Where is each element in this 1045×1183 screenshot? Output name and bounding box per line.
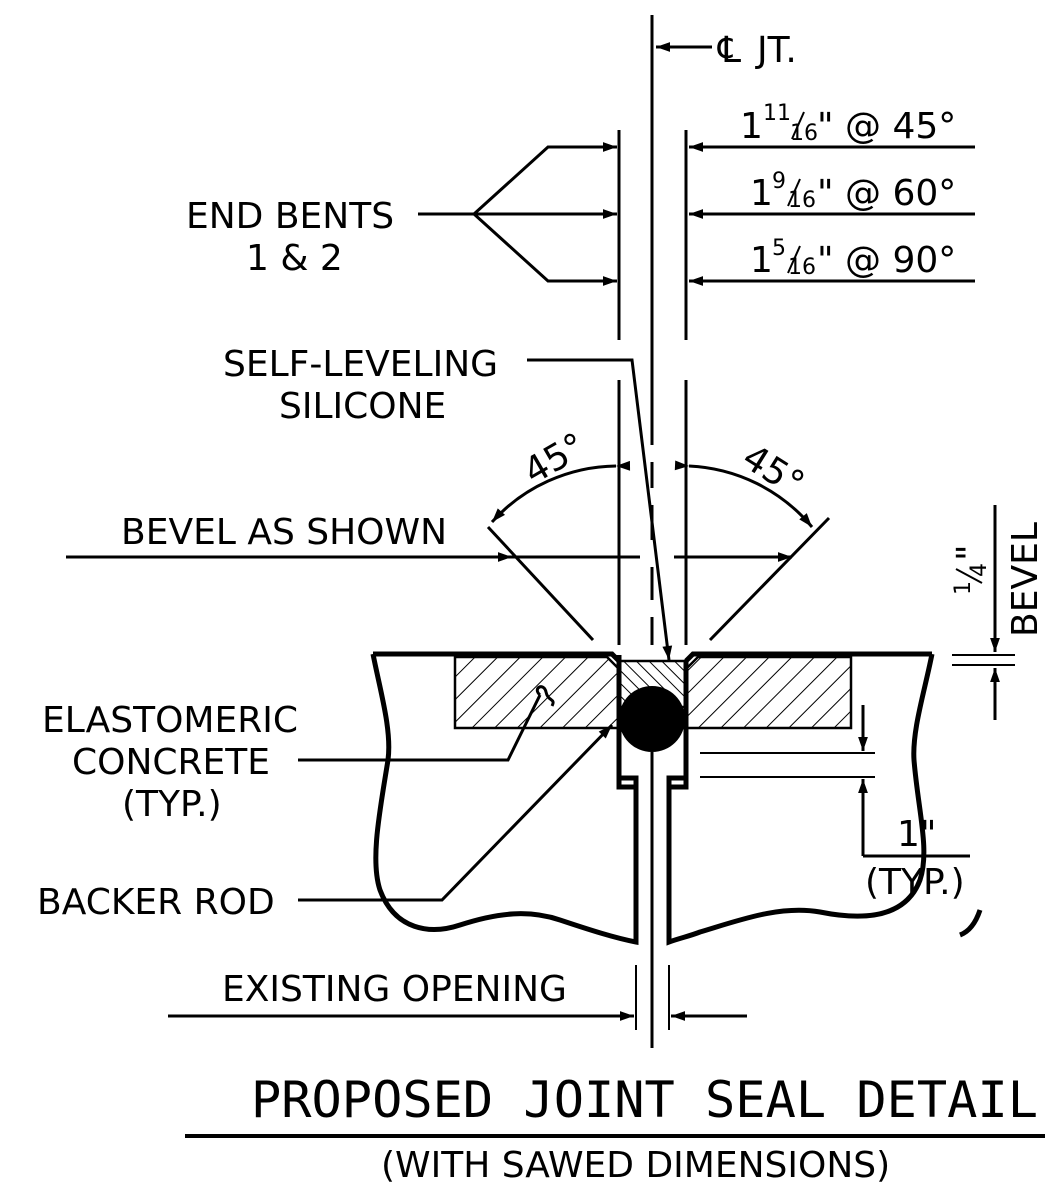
joint-width-dimensions: 1 11 16 " @ 45° 1 9 16 " @ 60° 1 5 16 " … xyxy=(689,101,975,286)
svg-text:1: 1 xyxy=(740,106,763,147)
bevel-label: BEVEL xyxy=(1005,522,1045,637)
silicone-label-line2: SILICONE xyxy=(279,386,446,427)
svg-text:": " xyxy=(950,544,991,561)
depth-dimension: 1" (TYP.) xyxy=(700,705,970,903)
angle-right-label: 45° xyxy=(735,437,811,506)
svg-text:1: 1 xyxy=(750,240,773,281)
svg-text:" @ 45°: " @ 45° xyxy=(817,106,956,147)
bevel-as-shown-label: BEVEL AS SHOWN xyxy=(121,512,447,553)
depth-value: 1" xyxy=(897,814,936,855)
width-90-label: 1 5 16 " @ 90° xyxy=(750,236,956,281)
silicone-label-line1: SELF-LEVELING xyxy=(223,344,498,385)
svg-text:1: 1 xyxy=(750,173,773,214)
elastomeric-label-line3: (TYP.) xyxy=(122,784,222,825)
svg-text:" @ 60°: " @ 60° xyxy=(817,173,956,214)
backer-rod-label: BACKER ROD xyxy=(37,882,275,923)
svg-text:16: 16 xyxy=(788,255,816,280)
existing-opening-label: EXISTING OPENING xyxy=(222,969,567,1010)
angle-left-label: 45° xyxy=(517,425,593,492)
end-bents-callout: END BENTS 1 & 2 xyxy=(186,142,617,286)
concrete-slab-right xyxy=(666,651,983,946)
svg-text:9: 9 xyxy=(772,169,786,194)
width-45-label: 1 11 16 " @ 45° xyxy=(740,101,956,147)
end-bents-label-line1: END BENTS xyxy=(186,196,394,237)
elastomeric-label-line1: ELASTOMERIC xyxy=(42,700,298,741)
centerline-label: JT. xyxy=(755,30,797,71)
svg-text:11: 11 xyxy=(763,101,791,126)
elastomeric-callout: ELASTOMERIC CONCRETE (TYP.) xyxy=(42,685,555,825)
bevel-dimension: 1 4 " BEVEL xyxy=(950,505,1045,720)
joint-seal-assembly xyxy=(616,659,689,942)
bevel-angle-right: 45° xyxy=(674,437,831,642)
svg-text:5: 5 xyxy=(772,236,786,261)
svg-text:16: 16 xyxy=(790,121,818,146)
depth-note: (TYP.) xyxy=(865,862,965,903)
svg-text:1: 1 xyxy=(951,581,976,595)
concrete-slab-left xyxy=(370,651,639,946)
svg-text:" @ 90°: " @ 90° xyxy=(817,240,956,281)
end-bents-label-line2: 1 & 2 xyxy=(246,238,343,279)
silicone-callout: SELF-LEVELING SILICONE xyxy=(223,344,673,661)
svg-text:4: 4 xyxy=(967,563,992,577)
backer-rod-callout: BACKER ROD xyxy=(37,723,614,923)
bevel-dim-label: 1 4 " xyxy=(950,544,992,595)
bevel-as-shown-callout: BEVEL AS SHOWN xyxy=(66,512,792,562)
width-60-label: 1 9 16 " @ 60° xyxy=(750,169,956,214)
centerline-callout: ℄ JT. xyxy=(656,30,797,71)
svg-text:16: 16 xyxy=(788,188,816,213)
centerline-symbol: ℄ xyxy=(717,30,741,71)
drawing-subtitle: (WITH SAWED DIMENSIONS) xyxy=(381,1145,890,1183)
elastomeric-label-line2: CONCRETE xyxy=(72,742,270,783)
bevel-angle-left: 45° xyxy=(486,425,631,642)
existing-opening-dimension: EXISTING OPENING xyxy=(168,965,747,1030)
title-block: PROPOSED JOINT SEAL DETAIL (WITH SAWED D… xyxy=(185,1071,1045,1183)
backer-rod xyxy=(619,686,685,752)
drawing-title: PROPOSED JOINT SEAL DETAIL xyxy=(251,1071,1038,1129)
